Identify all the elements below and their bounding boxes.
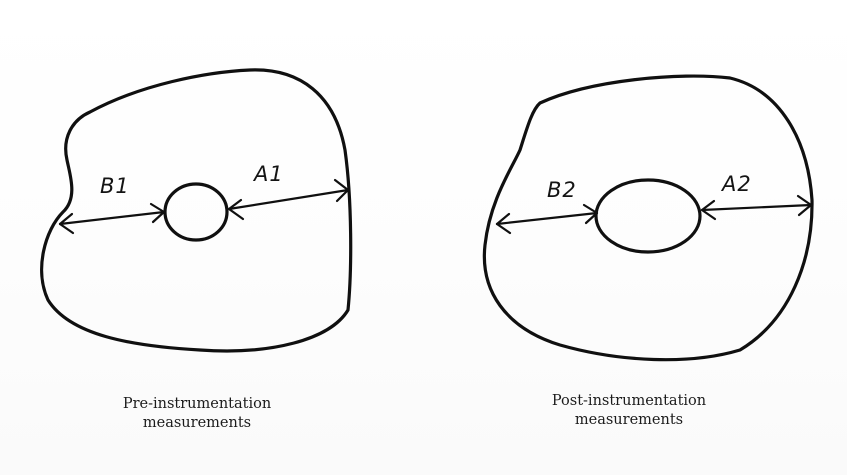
pre-caption-line1: Pre-instrumentation bbox=[122, 396, 272, 412]
post-canal-circle bbox=[594, 178, 702, 254]
post-label-b: B2 bbox=[547, 178, 577, 202]
pre-b-measurement-arrow bbox=[58, 202, 166, 235]
pre-caption-line2: measurements bbox=[142, 415, 252, 431]
pre-label-a: A1 bbox=[252, 162, 284, 186]
pre-instrumentation-caption: Pre-instrumentation measurements bbox=[67, 395, 327, 433]
post-instrumentation-figure: B2 A2 bbox=[482, 74, 814, 362]
pre-label-b: B1 bbox=[100, 174, 130, 198]
post-b-measurement-arrow bbox=[495, 203, 599, 235]
post-root-outline bbox=[482, 74, 814, 362]
pre-root-outline bbox=[40, 68, 353, 353]
post-caption-line1: Post-instrumentation bbox=[551, 393, 707, 409]
post-a-measurement-arrow bbox=[700, 194, 813, 221]
post-label-a: A2 bbox=[720, 172, 752, 196]
pre-canal-circle bbox=[163, 182, 229, 242]
pre-instrumentation-figure: B1 A1 bbox=[40, 68, 353, 353]
post-instrumentation-caption: Post-instrumentation measurements bbox=[499, 392, 759, 430]
pre-a-measurement-arrow bbox=[227, 178, 350, 221]
post-caption-line2: measurements bbox=[574, 412, 684, 428]
